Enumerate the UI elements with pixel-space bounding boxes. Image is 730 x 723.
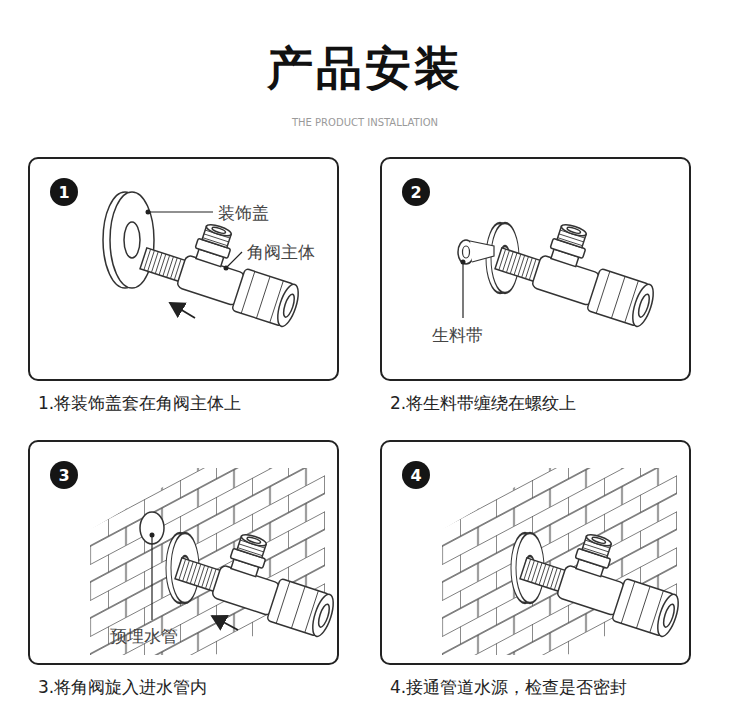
step-panel: 1.将装饰盖套在角阀主体上1 bbox=[28, 157, 339, 381]
step-number-text: 1 bbox=[58, 183, 69, 202]
step-number: 2 bbox=[402, 178, 430, 206]
part-label: 生料带 bbox=[432, 324, 483, 347]
subtitle: THE PRODUCT INSTALLATION bbox=[292, 117, 438, 128]
step-panel: 3.将角阀旋入进水管内3 bbox=[28, 440, 339, 665]
page-title: 产品安装 bbox=[0, 38, 730, 100]
step-panel: 4.接通管道水源，检查是否密封4 bbox=[380, 440, 691, 665]
step-panel: 2.将生料带缠绕在螺纹上2 bbox=[380, 157, 691, 381]
step-number-text: 3 bbox=[58, 466, 69, 485]
part-label: 预埋水管 bbox=[110, 625, 178, 648]
part-label: 角阀主体 bbox=[247, 241, 315, 264]
step-number-text: 2 bbox=[410, 183, 421, 202]
step-caption: 2.将生料带缠绕在螺纹上 bbox=[390, 392, 576, 415]
step-caption: 1.将装饰盖套在角阀主体上 bbox=[38, 392, 241, 415]
step-number: 4 bbox=[402, 461, 430, 489]
step-number: 3 bbox=[50, 461, 78, 489]
step-caption: 3.将角阀旋入进水管内 bbox=[38, 676, 207, 699]
part-label: 装饰盖 bbox=[218, 202, 269, 225]
step-number-text: 4 bbox=[410, 466, 421, 485]
step-number: 1 bbox=[50, 178, 78, 206]
step-caption: 4.接通管道水源，检查是否密封 bbox=[390, 676, 627, 699]
